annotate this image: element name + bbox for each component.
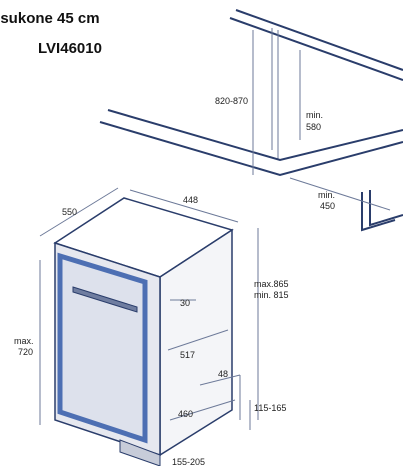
label-niche-width-min-b: 450	[320, 201, 335, 211]
label-niche-depth-min-b: 580	[306, 122, 321, 132]
title-line-1: esukone 45 cm	[0, 10, 100, 27]
niche-outline	[99, 9, 403, 232]
label-niche-width-min-a: min.	[318, 190, 335, 200]
appliance-body	[53, 197, 234, 466]
label-niche-depth-min-a: min.	[306, 110, 323, 120]
label-niche-height: 820-870	[215, 96, 248, 106]
label-plinth-height: 115-165	[254, 403, 286, 413]
dimension-lines	[39, 187, 259, 430]
label-depth: 550	[62, 207, 77, 217]
title-line-2: LVI46010	[38, 40, 102, 57]
label-width: 448	[183, 195, 198, 205]
label-handle-offset: 30	[180, 298, 190, 308]
label-plinth-offset: 460	[178, 409, 193, 419]
label-door-depth: 517	[180, 350, 195, 360]
label-front-height-a: max.	[14, 336, 34, 346]
label-front-height-b: 720	[18, 347, 33, 357]
label-height-max-a: max.865	[254, 279, 289, 289]
label-bottom-partial: 155-205	[172, 457, 205, 466]
label-height-max-b: min. 815	[254, 290, 289, 300]
label-plinth-depth: 48	[218, 369, 228, 379]
